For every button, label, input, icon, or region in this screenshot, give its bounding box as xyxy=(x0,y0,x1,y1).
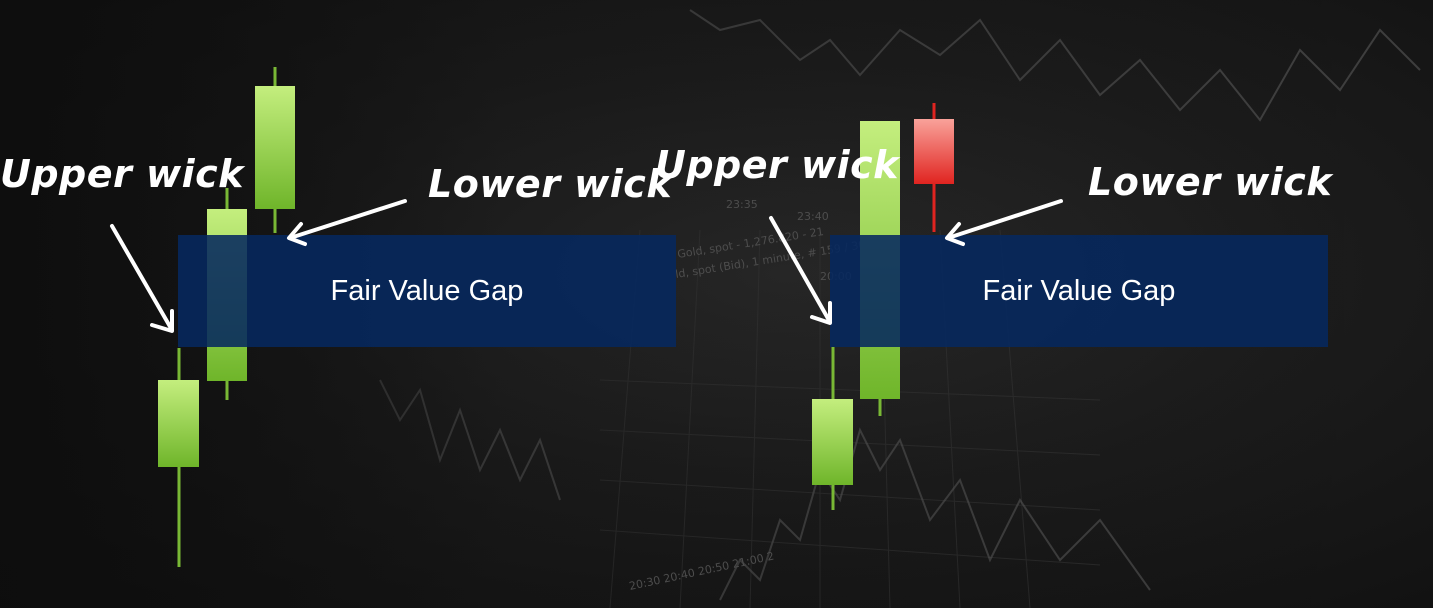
right-lower-wick-annotation: Lower wick xyxy=(1088,160,1333,204)
left-candle-3-body xyxy=(255,86,295,209)
left-candle-3 xyxy=(255,67,295,233)
left-candle-1-body xyxy=(158,380,199,467)
right-candle-3 xyxy=(914,103,954,232)
right-fair-value-gap-box xyxy=(830,235,1328,347)
right-candle-3-body xyxy=(914,119,954,184)
right-candle-1 xyxy=(812,347,853,510)
left-lower-wick-annotation: Lower wick xyxy=(428,162,673,206)
right-fair-value-gap-label: Fair Value Gap xyxy=(982,275,1176,307)
background-time-1: 23:35 xyxy=(726,198,758,211)
left-candle-1 xyxy=(158,348,199,567)
right-candle-1-body xyxy=(812,399,853,485)
left-lower-wick-arrow xyxy=(287,199,407,246)
right-upper-wick-arrow xyxy=(769,216,832,325)
left-fair-value-gap-label: Fair Value Gap xyxy=(330,275,524,307)
right-lower-wick-arrow xyxy=(945,199,1063,246)
left-upper-wick-annotation: Upper wick xyxy=(0,152,244,196)
left-upper-wick-arrow xyxy=(110,224,174,333)
left-fair-value-gap-box xyxy=(178,235,676,347)
background-time-2: 23:40 xyxy=(797,210,829,223)
right-upper-wick-annotation: Upper wick xyxy=(655,143,899,187)
